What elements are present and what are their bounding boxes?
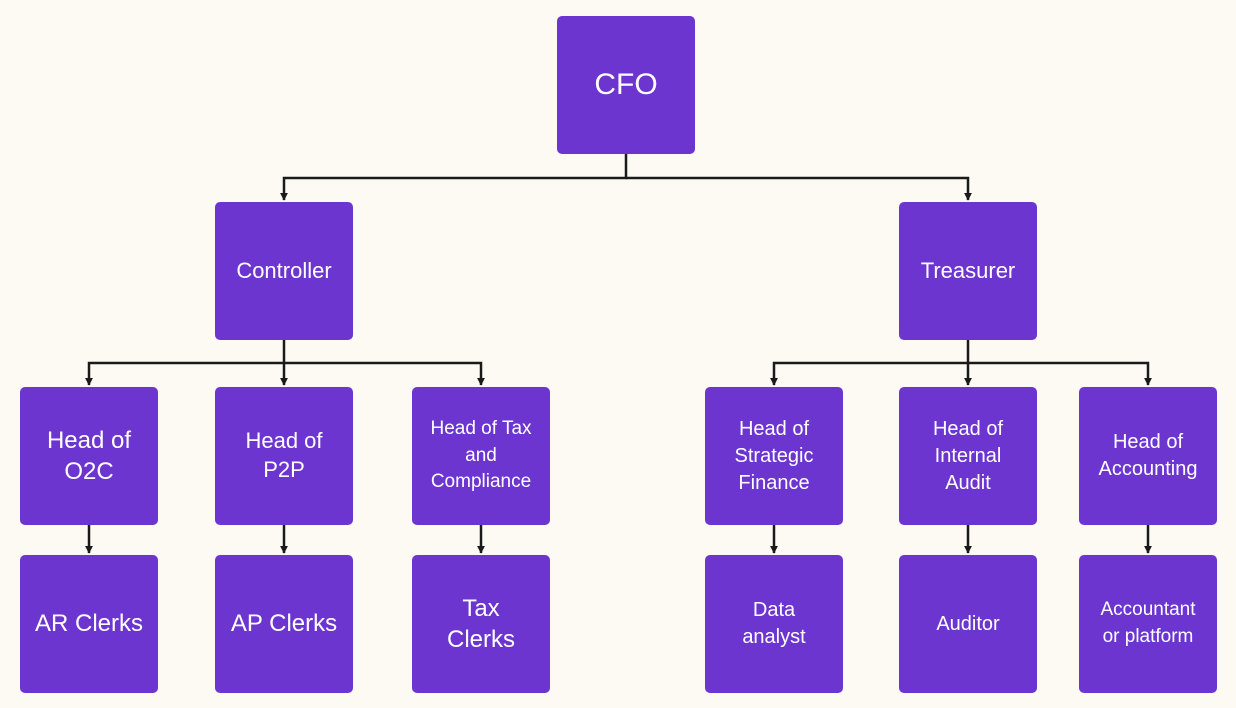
node-head-accounting: Head of Accounting <box>1079 387 1217 525</box>
connector-controller-tax <box>284 361 485 386</box>
node-head-p2p: Head of P2P <box>215 387 353 525</box>
connector-cfo-treasurer <box>626 176 972 201</box>
node-accountant-label: Accountant or platform <box>1100 599 1196 647</box>
connector-cfo-controller <box>280 154 628 201</box>
node-controller-label: Controller <box>236 257 332 283</box>
node-auditor-label: Auditor <box>936 612 1000 635</box>
node-accountant: Accountant or platform <box>1079 555 1217 693</box>
node-head-internal-audit: Head of Internal Audit <box>899 387 1037 525</box>
node-ap-clerks: AP Clerks <box>215 555 353 693</box>
connector-treasurer-accounting <box>968 361 1152 386</box>
node-cfo: CFO <box>557 16 695 154</box>
node-ar-clerks-label: AR Clerks <box>34 610 143 638</box>
node-tax-clerks: Tax Clerks <box>412 555 550 693</box>
node-head-tax-label: Head of Tax and Compliance <box>430 418 532 493</box>
node-head-accounting-label: Head of Accounting <box>1098 431 1198 480</box>
node-head-p2p-label: Head of P2P <box>245 428 323 482</box>
connector-controller-o2c <box>85 340 286 386</box>
node-head-o2c: Head of O2C <box>20 387 158 525</box>
connector-treasurer-strategic <box>770 340 970 386</box>
node-head-strategic-finance-label: Head of Strategic Finance <box>734 417 814 494</box>
node-ar-clerks: AR Clerks <box>20 555 158 693</box>
node-ap-clerks-label: AP Clerks <box>230 610 338 638</box>
node-controller: Controller <box>215 202 353 340</box>
node-data-analyst-label: Data analyst <box>742 599 806 648</box>
node-treasurer: Treasurer <box>899 202 1037 340</box>
node-tax-clerks-label: Tax Clerks <box>446 594 515 653</box>
node-data-analyst: Data analyst <box>705 555 843 693</box>
node-auditor: Auditor <box>899 555 1037 693</box>
node-treasurer-label: Treasurer <box>920 257 1016 283</box>
node-cfo-label: CFO <box>594 68 658 102</box>
node-head-tax: Head of Tax and Compliance <box>412 387 550 525</box>
node-head-strategic-finance: Head of Strategic Finance <box>705 387 843 525</box>
node-head-internal-audit-label: Head of Internal Audit <box>932 417 1004 494</box>
node-head-o2c-label: Head of O2C <box>46 426 132 485</box>
